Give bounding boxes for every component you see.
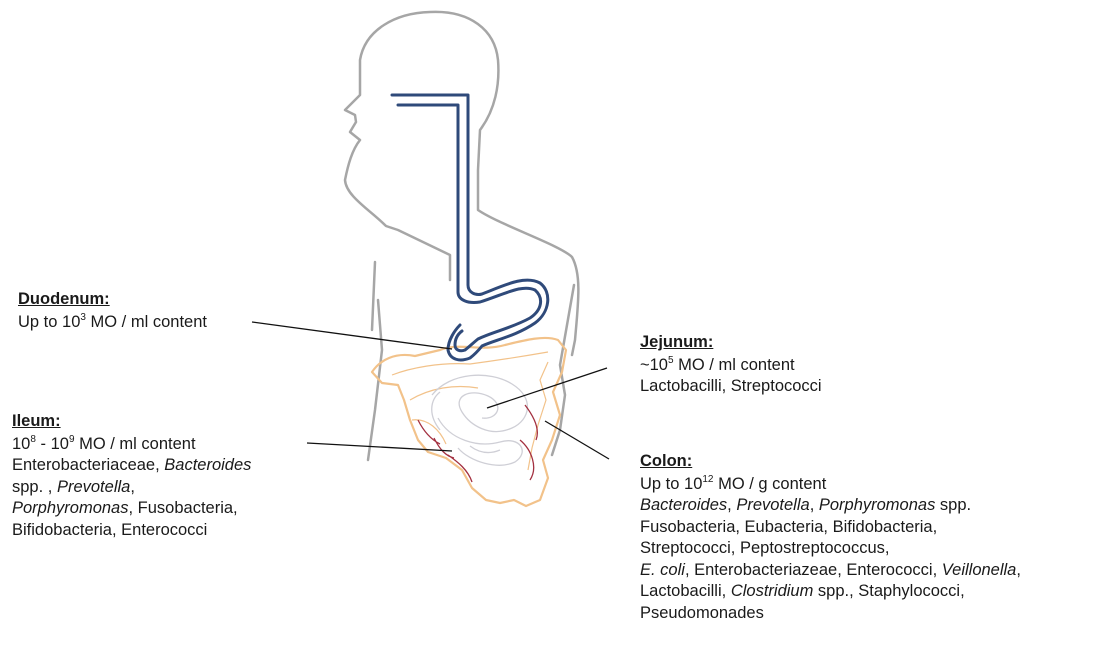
colon-organisms-1: Bacteroides, Prevotella, Porphyromonas s… (640, 496, 971, 514)
ileum-organisms-4: Bifidobacteria, Enterococci (12, 521, 207, 539)
colon-label: Colon: Up to 1012 MO / g content Bactero… (640, 451, 1021, 624)
jejunum-organisms: Lactobacilli, Streptococci (640, 377, 822, 395)
jejunum-count: ~105 MO / ml content (640, 356, 795, 374)
colon-organisms-2: Fusobacteria, Eubacteria, Bifidobacteria… (640, 518, 937, 536)
jejunum-title: Jejunum: (640, 332, 713, 354)
duodenum-label: Duodenum: Up to 103 MO / ml content (18, 289, 207, 333)
colon-organisms-5: Lactobacilli, Clostridium spp., Staphylo… (640, 582, 965, 600)
duodenum-title: Duodenum: (18, 289, 110, 311)
colon-leader-line (545, 421, 609, 459)
ileum-organisms-1: Enterobacteriaceae, Bacteroides (12, 456, 251, 474)
colon-title: Colon: (640, 451, 692, 473)
ileum-count: 108 - 109 MO / ml content (12, 435, 196, 453)
duodenum-leader-line (252, 322, 452, 349)
jejunum-label: Jejunum: ~105 MO / ml content Lactobacil… (640, 332, 822, 398)
colon-count: Up to 1012 MO / g content (640, 475, 826, 493)
ileum-leader-line (307, 443, 452, 451)
colon-organisms-3: Streptococci, Peptostreptococcus, (640, 539, 889, 557)
large-intestine (372, 338, 566, 506)
duodenum-count: Up to 103 MO / ml content (18, 313, 207, 331)
colon-organisms-4: E. coli, Enterobacteriazeae, Enterococci… (640, 561, 1021, 579)
ileum-title: Ileum: (12, 411, 61, 433)
ileum-organisms-2: spp. , Prevotella, (12, 478, 135, 496)
jejunum-leader-line (487, 368, 607, 408)
large-intestine-inner (392, 352, 548, 470)
colon-organisms-6: Pseudomonades (640, 604, 764, 622)
ileum-label: Ileum: 108 - 109 MO / ml content Enterob… (12, 411, 251, 541)
ileum-organisms-3: Porphyromonas, Fusobacteria, (12, 499, 238, 517)
small-intestine (432, 375, 528, 465)
